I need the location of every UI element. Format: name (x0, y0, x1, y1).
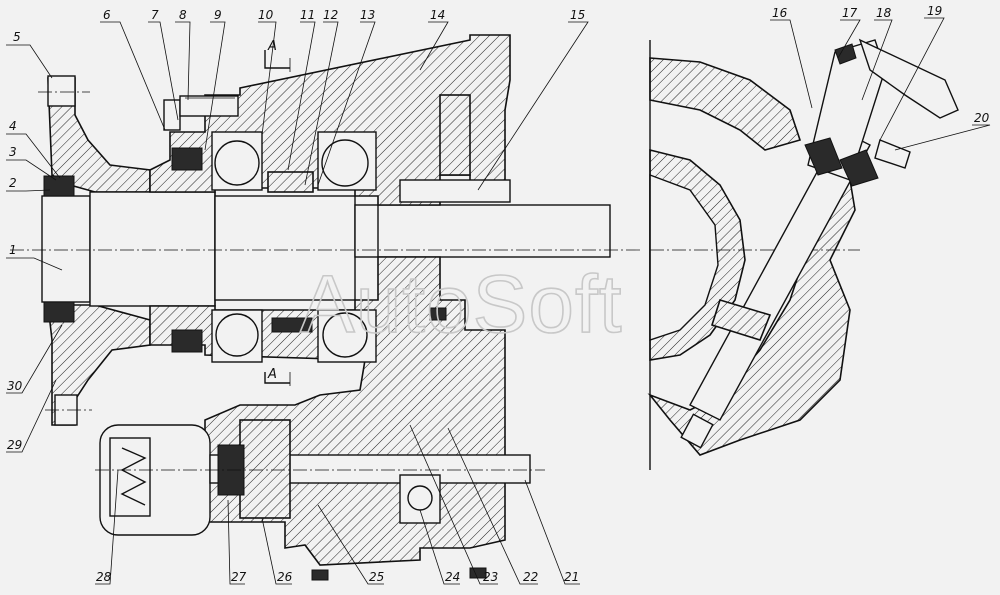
callout-22: 22 (523, 570, 538, 584)
watermark: AutoSoft (300, 259, 623, 350)
callout-25: 25 (369, 570, 384, 584)
callout-16: 16 (772, 6, 788, 20)
callout-28: 28 (96, 570, 112, 584)
callout-10: 10 (258, 8, 274, 22)
callout-17: 17 (842, 6, 858, 20)
callout-29: 29 (7, 438, 22, 452)
lower-bearing-right (317, 309, 377, 363)
callout-5: 5 (13, 30, 21, 44)
callout-13: 13 (360, 8, 375, 22)
callout-7: 7 (151, 8, 159, 22)
main-section-view: A A (10, 34, 640, 581)
callout-14: 14 (430, 8, 445, 22)
callout-20: 20 (974, 111, 990, 125)
callout-15: 15 (570, 8, 585, 22)
section-mark-a-bottom: A (267, 367, 277, 382)
callout-18: 18 (876, 6, 892, 20)
callout-21: 21 (564, 570, 579, 584)
callout-30: 30 (7, 379, 23, 393)
callout-11: 11 (300, 8, 315, 22)
upper-bearing-left (211, 131, 263, 191)
callout-4: 4 (9, 119, 17, 133)
callout-26: 26 (277, 570, 293, 584)
callout-2: 2 (9, 176, 17, 190)
callout-1: 1 (9, 243, 17, 257)
section-mark-a-top: A (267, 39, 277, 54)
callout-leaders (6, 17, 991, 585)
callout-3: 3 (9, 145, 17, 159)
callout-27: 27 (231, 570, 247, 584)
callout-24: 24 (445, 570, 460, 584)
callout-8: 8 (179, 8, 187, 22)
callout-labels: 1 2 3 4 5 6 7 8 9 10 11 12 13 14 15 16 1… (7, 4, 990, 584)
callout-6: 6 (103, 8, 111, 22)
callout-12: 12 (323, 8, 338, 22)
callout-23: 23 (483, 570, 498, 584)
lower-bearing-left (211, 309, 263, 363)
detail-view-right (647, 38, 959, 470)
callout-9: 9 (214, 8, 222, 22)
callout-19: 19 (927, 4, 942, 18)
upper-bearing-right (317, 131, 377, 191)
